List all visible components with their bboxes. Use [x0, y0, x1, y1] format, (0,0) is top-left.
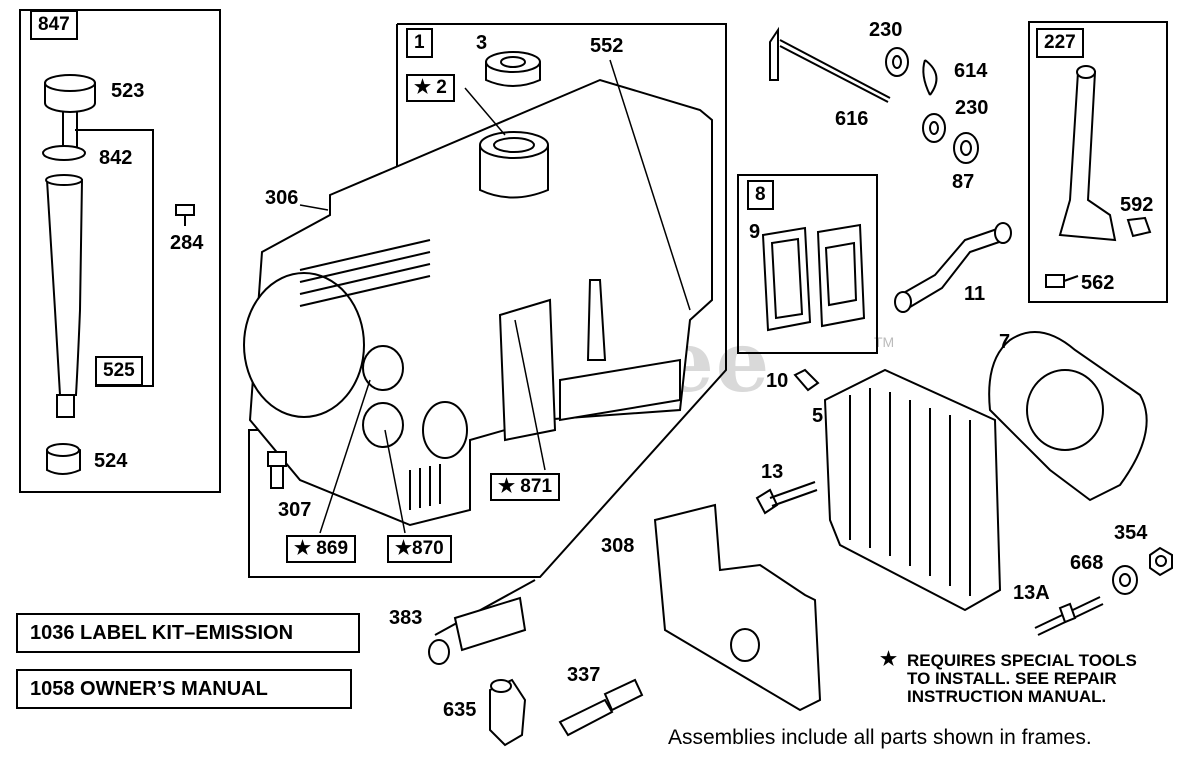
part-label-524: 524 [94, 450, 128, 472]
part-label-614: 614 [954, 60, 988, 82]
kit-box-869: ★ 869 [286, 535, 357, 563]
owners-manual-box: 1058 OWNER’S MANUAL [16, 669, 352, 709]
part-label-10: 10 [766, 370, 789, 392]
part-label-337: 337 [567, 664, 601, 686]
governor-frame [1028, 21, 1168, 303]
part-label-592: 592 [1120, 194, 1154, 216]
kit-box-870: ★870 [387, 535, 452, 563]
part-label-3: 3 [476, 32, 488, 54]
spacer-668-part [1112, 565, 1138, 595]
nut-354-part [1149, 546, 1173, 577]
breather-tube-part [894, 222, 1012, 313]
part-label-552: 552 [590, 35, 624, 57]
kit-box-2: ★ 2 [406, 74, 455, 102]
governor-lever-part [1045, 65, 1152, 288]
frame-label-847: 847 [30, 10, 78, 40]
special-tools-line1: REQUIRES SPECIAL TOOLS [907, 651, 1137, 670]
frame-label-227: 227 [1036, 28, 1084, 58]
leader-lines [299, 59, 691, 534]
part-label-616: 616 [835, 108, 869, 130]
seal-3-part [485, 51, 541, 87]
part-label-562: 562 [1081, 272, 1115, 294]
bolt-307-part [267, 451, 287, 489]
part-label-13: 13 [761, 461, 784, 483]
label-kit-emission-box: 1036 LABEL KIT–EMISSION [16, 613, 360, 653]
part-label-5: 5 [812, 405, 824, 427]
part-label-383: 383 [389, 607, 423, 629]
screw-284-part [175, 204, 195, 226]
part-label-13a: 13A [1013, 582, 1050, 604]
watermark-trademark: TM [874, 334, 895, 350]
part-label-9: 9 [749, 221, 761, 243]
oil-fill-cap-part [42, 74, 96, 475]
dipstick-inner-frame [75, 129, 154, 387]
spark-plug-boot-635-part [489, 678, 527, 747]
tool-383-part [428, 579, 536, 665]
part-label-306: 306 [265, 187, 299, 209]
part-label-842: 842 [99, 147, 133, 169]
pin-614-part [922, 59, 938, 96]
spark-plug-337-part [558, 678, 644, 737]
breather-gasket-part [761, 223, 866, 332]
air-shield-308-part [653, 503, 822, 712]
part-label-11: 11 [964, 283, 986, 305]
kit-box-871: ★ 871 [490, 473, 561, 501]
part-label-284: 284 [170, 232, 204, 254]
part-label-230a: 230 [869, 19, 903, 41]
part-label-354: 354 [1114, 522, 1148, 544]
block-frame [248, 23, 727, 578]
frame-label-1: 1 [406, 28, 433, 58]
cylinder-head-part [793, 368, 1002, 612]
part-label-7: 7 [999, 331, 1011, 353]
part-label-523: 523 [111, 80, 145, 102]
control-rod-616-part [769, 26, 891, 103]
stud-13a-part [1034, 596, 1104, 636]
oil-fill-frame [19, 9, 221, 493]
special-tools-line2: TO INSTALL. SEE REPAIR [907, 669, 1117, 688]
head-gasket-part [988, 331, 1148, 502]
part-label-668: 668 [1070, 552, 1104, 574]
special-tools-line3: INSTRUCTION MANUAL. [907, 687, 1107, 706]
breather-frame [737, 174, 878, 354]
part-label-308: 308 [601, 535, 635, 557]
part-label-87: 87 [952, 171, 975, 193]
part-label-230b: 230 [955, 97, 989, 119]
frame-label-8: 8 [747, 180, 774, 210]
head-bolt-13-part [755, 481, 818, 515]
part-label-307: 307 [278, 499, 312, 521]
crankcase-block-part [243, 78, 713, 527]
part-label-635: 635 [443, 699, 477, 721]
special-tools-star: ★ [880, 649, 898, 670]
frame-label-525: 525 [95, 356, 143, 386]
assemblies-footnote: Assemblies include all parts shown in fr… [668, 726, 1092, 749]
